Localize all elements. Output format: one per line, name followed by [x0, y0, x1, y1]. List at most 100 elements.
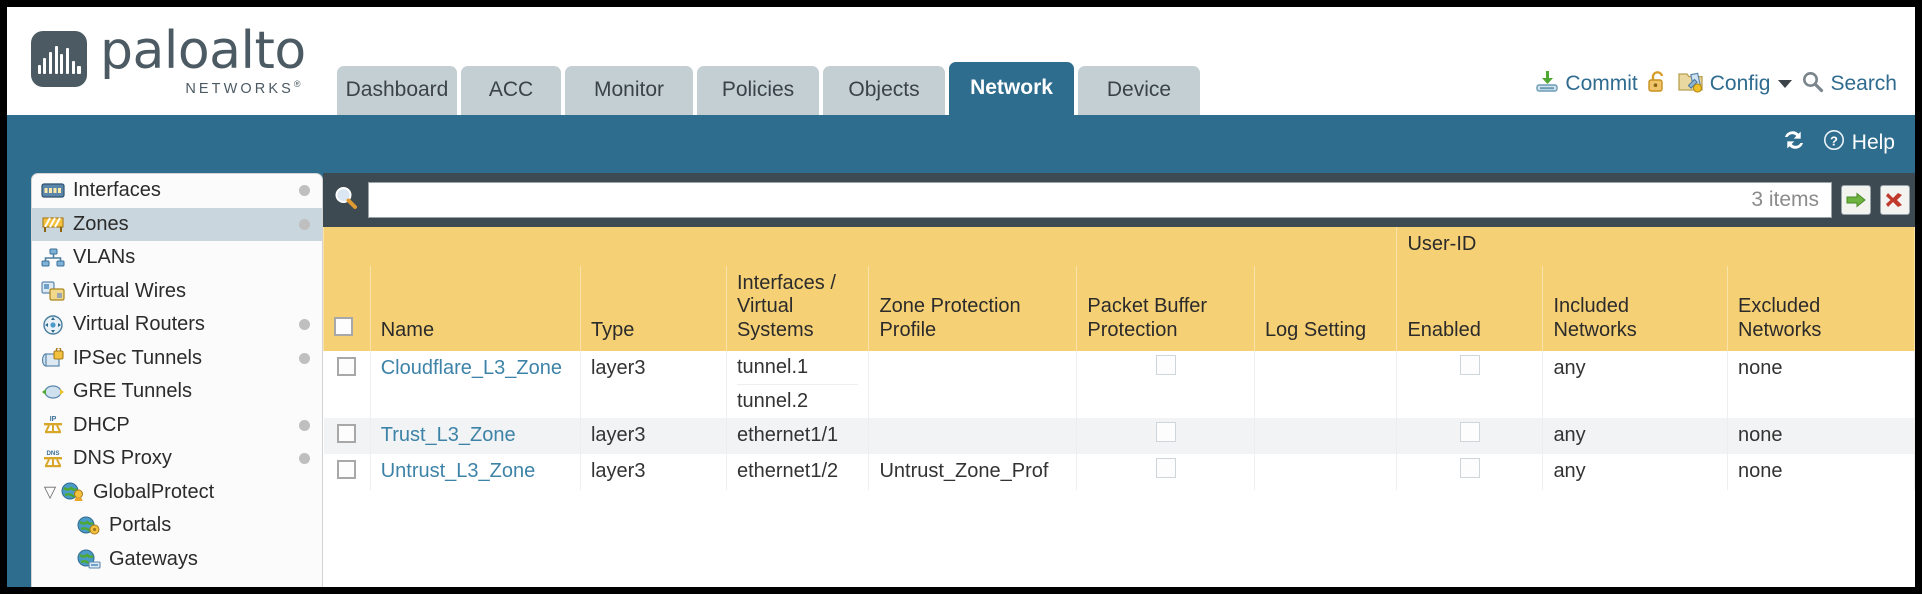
table-body: Cloudflare_L3_Zone layer3 tunnel.1 tunne…: [323, 351, 1915, 491]
sidebar-item-gateways[interactable]: Gateways: [32, 543, 322, 577]
sidebar-item-label: Zones: [73, 212, 129, 235]
search-button[interactable]: Search: [1801, 70, 1897, 99]
help-label: Help: [1851, 131, 1895, 154]
cell-type: layer3: [580, 418, 727, 455]
col-zone-protection-profile[interactable]: Zone Protection Profile: [868, 265, 1078, 352]
tab-acc[interactable]: ACC: [461, 66, 561, 115]
sidebar-item-label: Interfaces: [73, 179, 161, 202]
commit-label: Commit: [1565, 72, 1638, 95]
row-select-checkbox[interactable]: [336, 460, 356, 480]
sidebar-item-label: Virtual Wires: [73, 279, 186, 302]
col-packet-buffer-protection[interactable]: Packet Buffer Protection: [1076, 265, 1255, 352]
cell-userid-enabled: [1396, 418, 1544, 455]
select-all-header: [323, 265, 371, 352]
table-row[interactable]: Untrust_L3_Zone layer3 ethernet1/2 Untru…: [323, 454, 1915, 491]
search-input[interactable]: 3 items: [368, 182, 1832, 218]
unlock-padlock-icon: [1647, 69, 1669, 99]
packet-buffer-protection-checkbox[interactable]: [1155, 458, 1176, 479]
tab-dashboard[interactable]: Dashboard: [337, 66, 457, 115]
col-log-setting[interactable]: Log Setting: [1253, 265, 1398, 352]
tab-device[interactable]: Device: [1078, 66, 1200, 115]
virtual-routers-icon: [40, 315, 66, 335]
dhcp-icon: IP: [40, 415, 66, 435]
zone-link[interactable]: Trust_L3_Zone: [380, 424, 516, 447]
cell-zone-protection-profile: [868, 418, 1078, 455]
sidebar-item-dhcp[interactable]: IP DHCP: [32, 409, 322, 443]
commit-button[interactable]: Commit: [1535, 69, 1638, 99]
logo-wordmark: paloalto: [100, 21, 306, 81]
sidebar-item-gre-tunnels[interactable]: GRE Tunnels: [32, 375, 322, 409]
cell-included-networks: any: [1542, 351, 1728, 419]
status-dot: [299, 419, 310, 431]
col-type[interactable]: Type: [579, 265, 727, 352]
sidebar-item-virtual-wires[interactable]: Virtual Wires: [32, 275, 322, 309]
sidebar-item-vlans[interactable]: VLANs: [32, 241, 322, 275]
globalprotect-icon: [60, 482, 86, 502]
expand-triangle-icon[interactable]: ▽: [43, 484, 57, 502]
col-excluded-networks[interactable]: Excluded Networks: [1726, 265, 1915, 352]
select-all-checkbox[interactable]: [334, 316, 353, 336]
zone-link[interactable]: Cloudflare_L3_Zone: [380, 357, 562, 380]
sidebar-item-globalprotect[interactable]: ▽ GlobalProtect: [32, 476, 322, 510]
unlock-padlock-button[interactable]: [1647, 69, 1669, 99]
refresh-icon: [1781, 128, 1807, 158]
table-row[interactable]: Trust_L3_Zone layer3 ethernet1/1 any non…: [323, 418, 1915, 455]
zone-link[interactable]: Untrust_L3_Zone: [380, 460, 536, 483]
search-magnifier-icon: [1801, 70, 1824, 99]
userid-enabled-checkbox[interactable]: [1459, 355, 1480, 376]
svg-text:IP: IP: [50, 416, 57, 423]
cell-log-setting: [1254, 454, 1398, 491]
col-included-networks[interactable]: Included Networks: [1542, 265, 1728, 352]
cell-zone-protection-profile: [868, 351, 1078, 419]
sidebar-item-zones[interactable]: Zones: [32, 207, 322, 241]
col-interfaces[interactable]: Interfaces / Virtual Systems: [725, 265, 870, 352]
cell-zone-protection-profile: Untrust_Zone_Prof: [868, 454, 1078, 491]
cell-name: Cloudflare_L3_Zone: [370, 351, 581, 419]
help-button[interactable]: ? Help: [1821, 127, 1895, 159]
sub-header-bar: ? Help: [7, 115, 1915, 173]
tab-monitor[interactable]: Monitor: [565, 66, 693, 115]
virtual-wires-icon: [40, 281, 66, 301]
cell-included-networks: any: [1542, 454, 1728, 491]
svg-text:?: ?: [1830, 133, 1838, 148]
userid-enabled-checkbox[interactable]: [1459, 422, 1480, 443]
sidebar-item-label: VLANs: [73, 246, 136, 269]
config-label: Config: [1709, 72, 1771, 95]
sidebar-item-label: IPSec Tunnels: [73, 346, 202, 369]
main-content: 3 items: [323, 173, 1915, 587]
interface-item: ethernet1/2: [736, 460, 839, 483]
row-select-checkbox[interactable]: [336, 424, 356, 444]
col-userid-enabled[interactable]: Enabled: [1396, 265, 1544, 352]
cell-log-setting: [1254, 418, 1398, 455]
sidebar-item-interfaces[interactable]: Interfaces: [32, 174, 322, 208]
paloalto-logo: paloalto NETWORKS®: [31, 25, 306, 96]
status-dot: [299, 352, 310, 364]
table-group-header-row: User-ID: [323, 227, 1915, 266]
col-name[interactable]: Name: [369, 265, 581, 352]
sidebar-item-label: Portals: [109, 514, 172, 537]
chevron-down-icon[interactable]: [1778, 80, 1793, 88]
signal-bars-logo-icon: [31, 31, 87, 87]
body-area: Interfaces Zones VLANs Vir: [7, 173, 1915, 587]
userid-enabled-checkbox[interactable]: [1459, 458, 1480, 479]
packet-buffer-protection-checkbox[interactable]: [1155, 422, 1176, 443]
tab-policies[interactable]: Policies: [697, 66, 819, 115]
packet-buffer-protection-checkbox[interactable]: [1155, 355, 1176, 376]
main-nav-tabs[interactable]: Dashboard ACC Monitor Policies Objects N…: [337, 62, 1200, 115]
tab-network[interactable]: Network: [949, 62, 1074, 115]
apply-filter-button[interactable]: [1841, 185, 1871, 215]
sidebar-item-ipsec-tunnels[interactable]: IPSec Tunnels: [32, 342, 322, 376]
logo-subtitle: NETWORKS®: [185, 79, 304, 97]
vlans-icon: [40, 248, 66, 268]
sidebar-item-virtual-routers[interactable]: Virtual Routers: [32, 308, 322, 342]
config-menu-button[interactable]: Config: [1678, 69, 1793, 99]
sidebar-item-dns-proxy[interactable]: DNS DNS Proxy: [32, 442, 322, 476]
table-row[interactable]: Cloudflare_L3_Zone layer3 tunnel.1 tunne…: [323, 351, 1915, 419]
tab-objects[interactable]: Objects: [823, 66, 945, 115]
refresh-button[interactable]: [1781, 128, 1807, 158]
row-select-checkbox[interactable]: [336, 357, 356, 377]
cell-excluded-networks: none: [1727, 351, 1915, 419]
sidebar-item-portals[interactable]: Portals: [32, 509, 322, 543]
clear-filter-button[interactable]: [1880, 185, 1910, 215]
